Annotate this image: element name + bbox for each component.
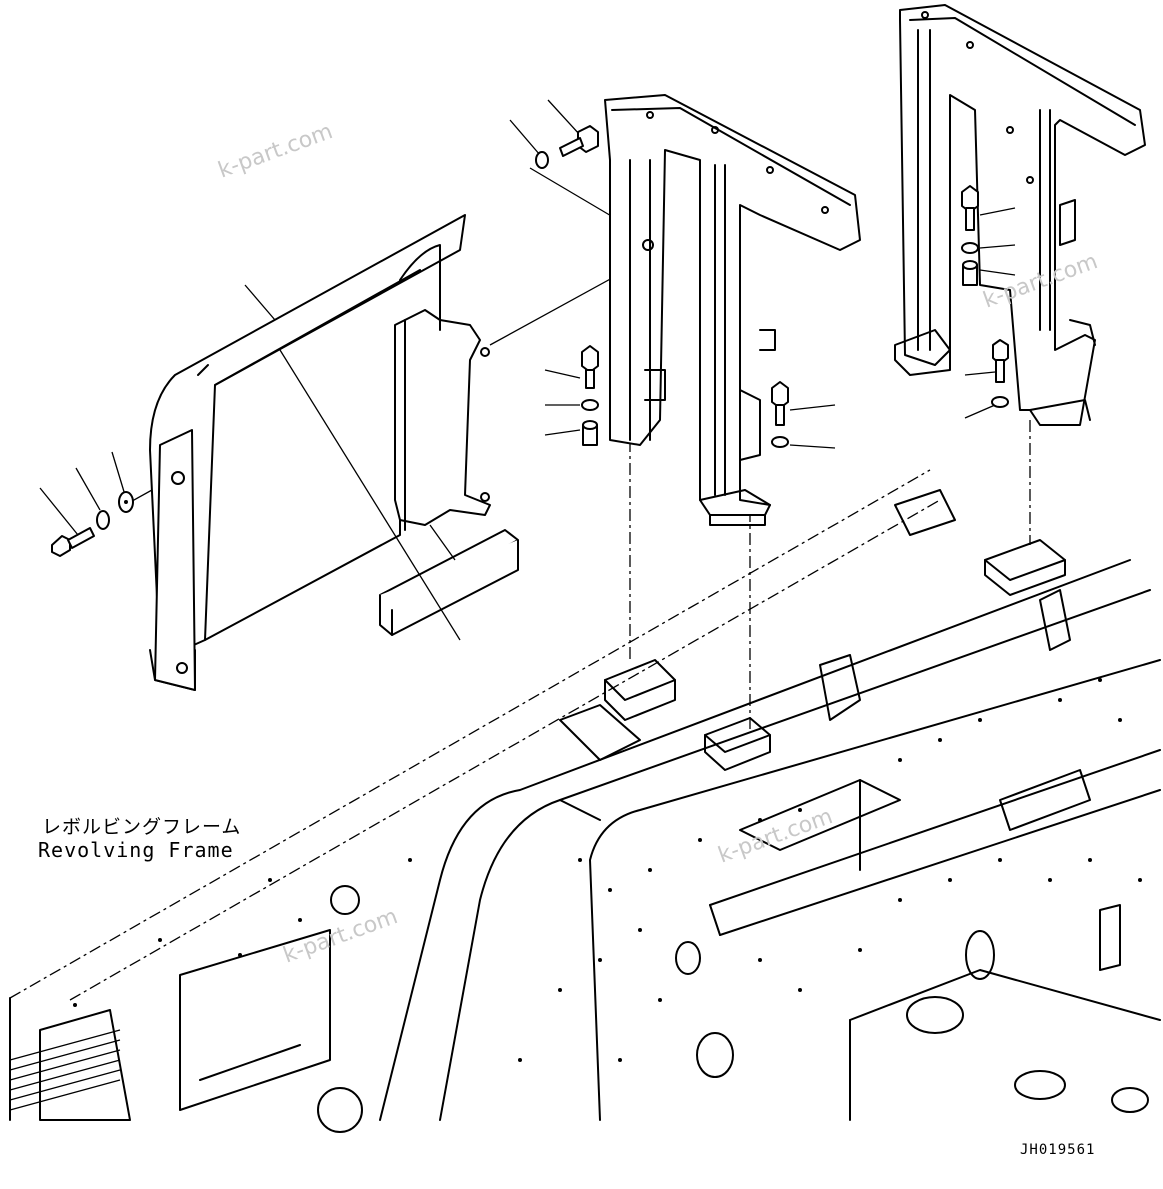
caption-japanese: レボルビングフレーム — [42, 816, 242, 838]
bolt-washer-left — [51, 491, 134, 557]
caption-english: Revolving Frame — [38, 838, 234, 862]
center-stay — [604, 94, 861, 526]
bolt-top — [535, 125, 599, 169]
right-stay — [894, 4, 1146, 426]
drawing-number: JH019561 — [1020, 1142, 1096, 1158]
bolt-stack-right — [961, 185, 1016, 419]
bolt-stack-center — [544, 345, 836, 449]
revolving-frame — [9, 469, 1161, 1133]
leader-lines-left — [39, 99, 581, 641]
seal-strip — [379, 529, 519, 636]
guard-frame — [149, 214, 491, 691]
assembly-guide-lines — [124, 167, 1031, 730]
